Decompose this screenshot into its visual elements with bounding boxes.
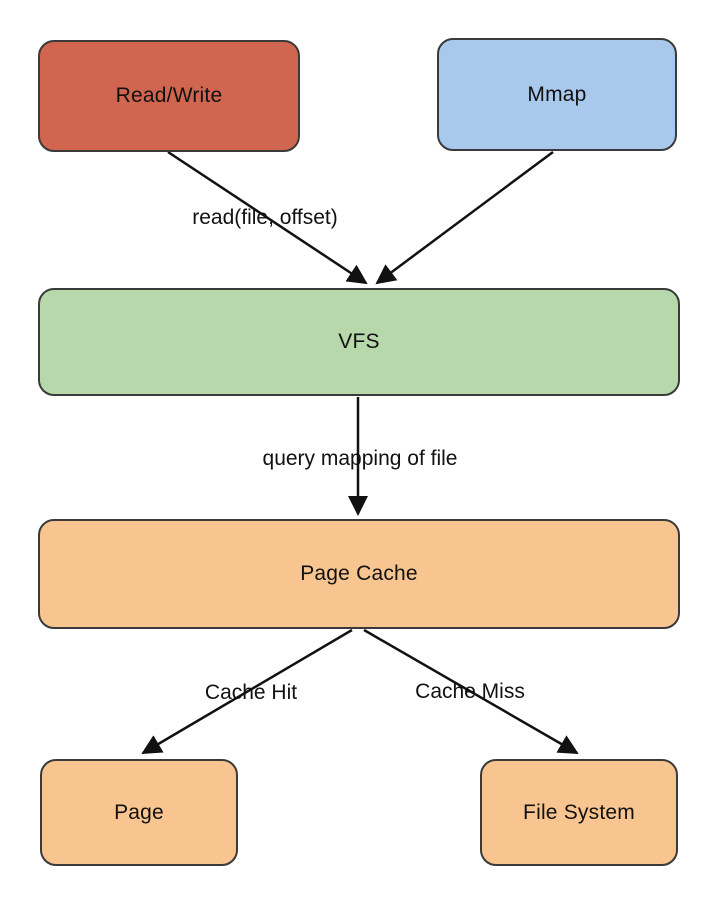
edge-label-read-file-offset: read(file, offset)	[192, 206, 338, 229]
edge-label-cache-hit: Cache Hit	[204, 681, 298, 704]
node-vfs: VFS	[38, 288, 680, 396]
node-page-label: Page	[114, 800, 164, 824]
node-file-system: File System	[480, 759, 678, 866]
node-page-cache-label: Page Cache	[300, 562, 418, 585]
arrow-mmap-to-vfs	[375, 150, 554, 285]
node-mmap-label: Mmap	[527, 82, 587, 106]
edge-label-query-mapping: query mapping of file	[262, 447, 458, 470]
node-mmap: Mmap	[437, 38, 677, 151]
node-vfs-label: VFS	[338, 330, 380, 353]
edge-label-cache-miss: Cache Miss	[415, 680, 525, 703]
node-page: Page	[40, 759, 238, 866]
node-read-write-label: Read/Write	[115, 84, 223, 107]
node-page-cache: Page Cache	[38, 519, 680, 629]
node-read-write: Read/Write	[38, 40, 300, 152]
node-file-system-label: File System	[523, 800, 635, 824]
